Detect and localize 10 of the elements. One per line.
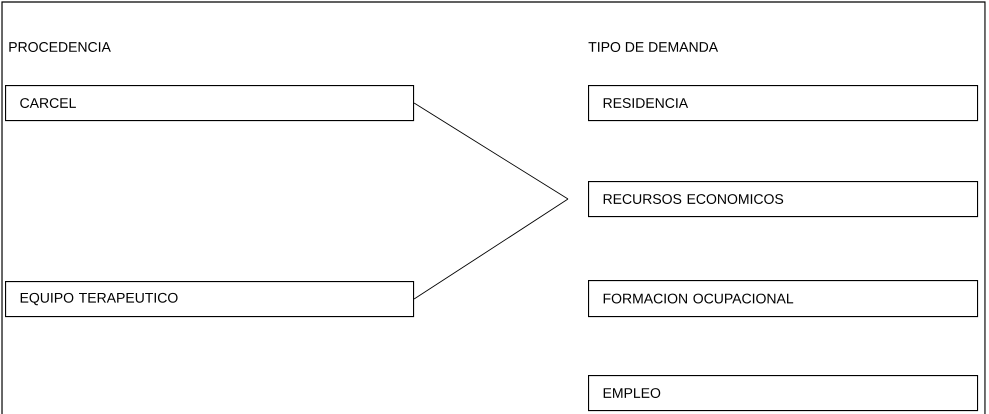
text-box: RESIDENCIA <box>588 85 978 122</box>
heading: TIPO DE DEMANDA <box>588 42 718 52</box>
connector-line <box>414 102 568 200</box>
text-box: FORMACION OCUPACIONAL <box>588 280 978 318</box>
text-box: RECURSOS ECONOMICOS <box>588 180 978 218</box>
text-box: EQUIPO TERAPEUTICO <box>5 280 414 318</box>
text-box: CARCEL <box>5 85 414 122</box>
heading: PROCEDENCIA <box>9 42 111 52</box>
connector-line <box>414 198 568 300</box>
text-box: EMPLEO <box>588 374 978 412</box>
